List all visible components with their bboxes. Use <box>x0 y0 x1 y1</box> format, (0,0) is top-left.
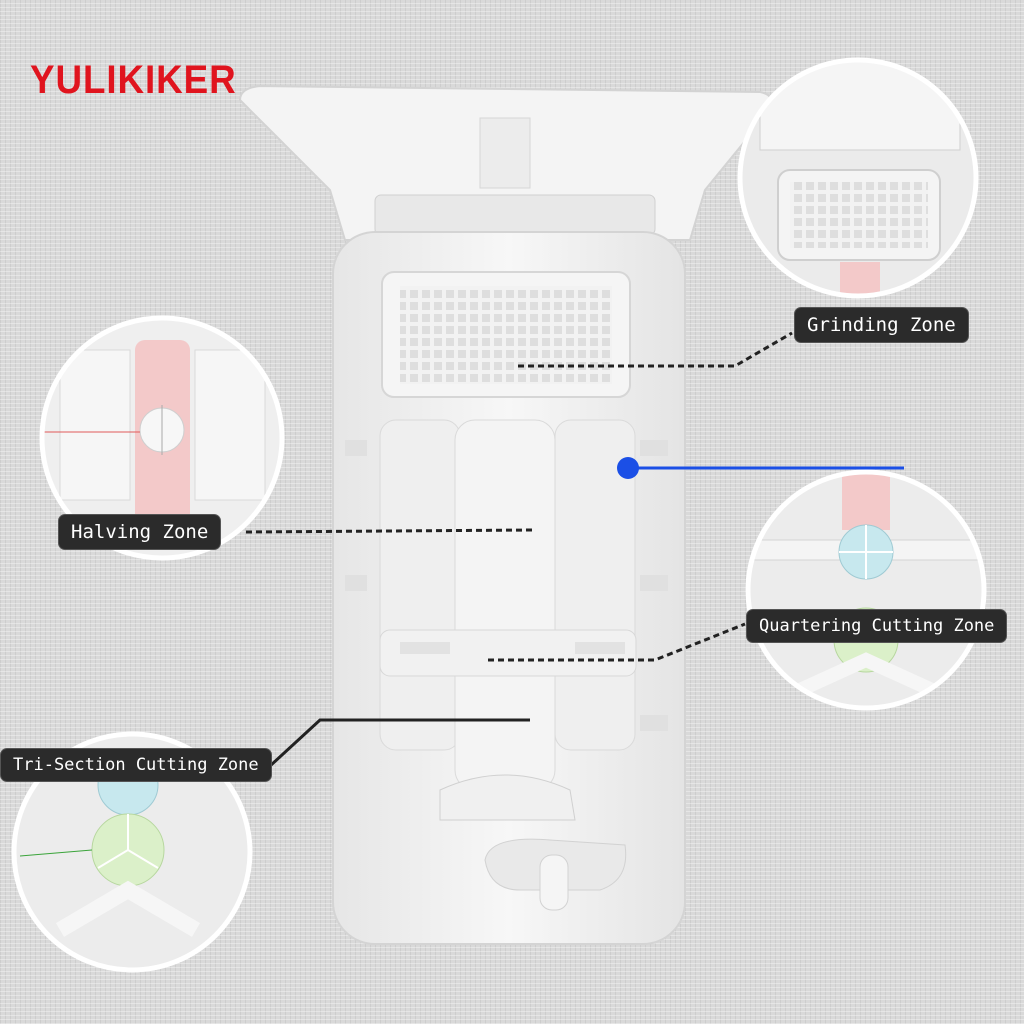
brand-logo: YULIKIKER <box>30 58 237 102</box>
grinding-zone-inset <box>737 57 979 299</box>
callout-lines <box>245 331 793 768</box>
cutter-lid <box>238 84 774 241</box>
cutter-body <box>332 231 686 945</box>
halving-zone-label: Halving Zone <box>58 514 222 550</box>
quartering-zone-label: Quartering Cutting Zone <box>746 609 1008 643</box>
tri-section-zone-label: Tri-Section Cutting Zone <box>0 748 272 782</box>
blue-indicator <box>617 457 904 479</box>
quartering-zone-inset <box>745 469 987 711</box>
grinding-zone-label: Grinding Zone <box>794 307 969 343</box>
